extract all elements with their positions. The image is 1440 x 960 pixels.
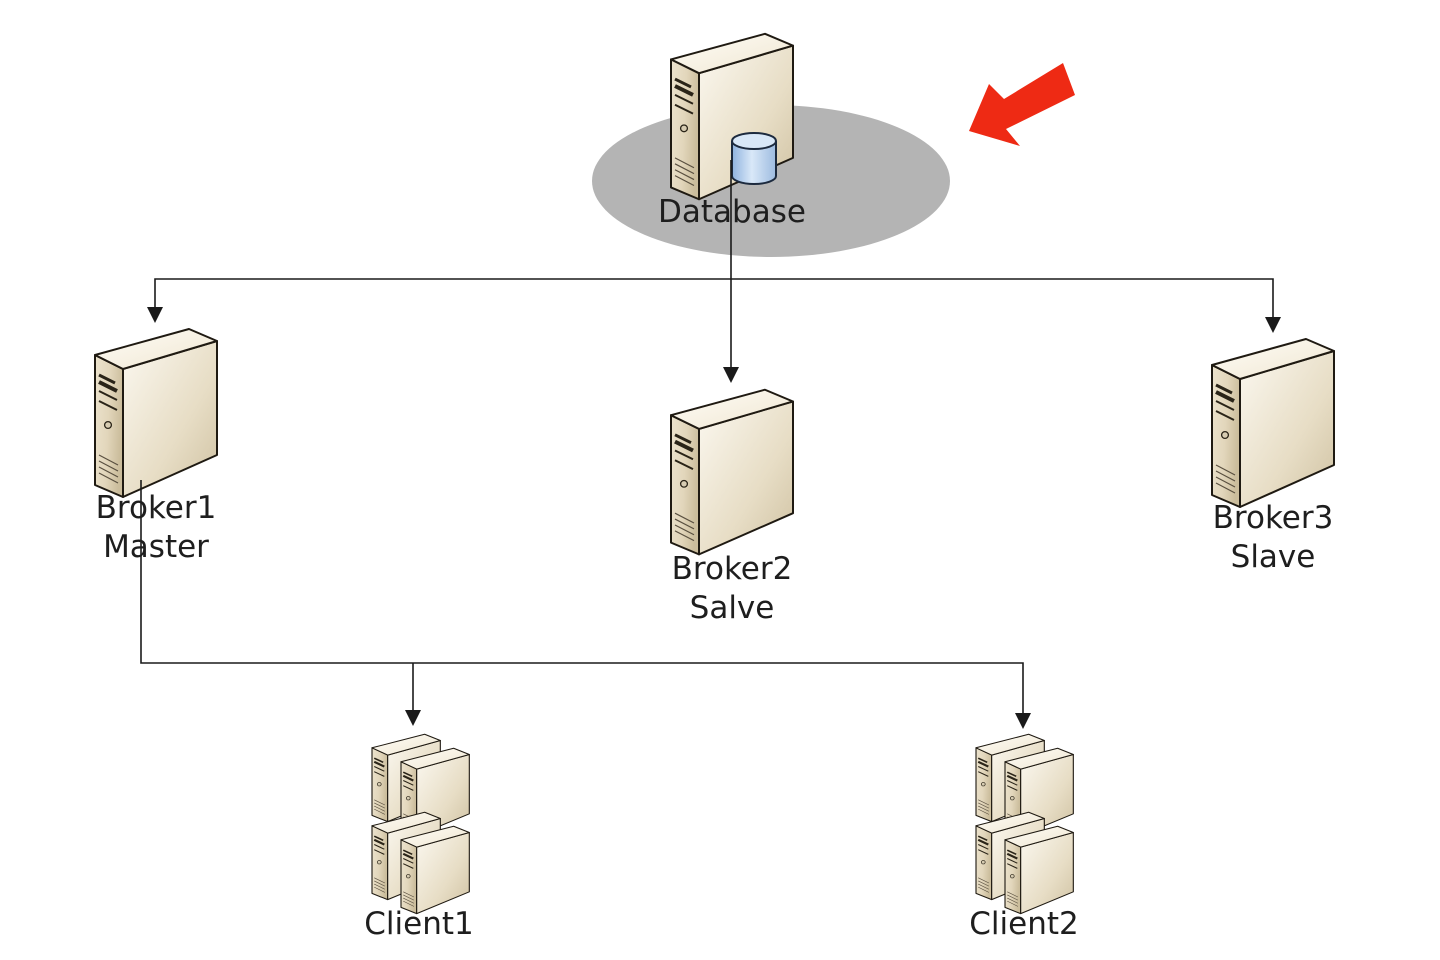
broker1-server-icon xyxy=(93,327,219,499)
client2-label: Client2 xyxy=(969,906,1079,942)
database-cylinder-icon xyxy=(731,132,777,185)
database-label: Database xyxy=(658,194,806,230)
red-arrow-icon xyxy=(969,63,1075,146)
broker2-name: Broker2 xyxy=(671,551,793,587)
arrowhead-broker2 xyxy=(723,367,739,383)
broker3-server-icon xyxy=(1210,337,1336,509)
database-node xyxy=(669,31,795,202)
broker2-label: Broker2 Salve xyxy=(672,550,793,628)
broker1-name: Broker1 xyxy=(95,490,217,526)
broker-client-connectors xyxy=(140,480,1024,715)
client1-label: Client1 xyxy=(364,906,474,942)
broker1-role: Master xyxy=(103,529,209,565)
arrowhead-broker1 xyxy=(147,307,163,323)
broker3-role: Slave xyxy=(1230,539,1316,575)
arrowheads-bottom xyxy=(405,710,1031,729)
arrowheads-top xyxy=(147,307,1281,383)
edge-broker1-clients xyxy=(140,480,1024,715)
broker3-name: Broker3 xyxy=(1212,500,1334,536)
client1-cluster-icon xyxy=(370,733,471,915)
arrowhead-client2 xyxy=(1015,713,1031,729)
database-broker-connectors xyxy=(154,160,1274,370)
client2-cluster-icon xyxy=(974,733,1075,915)
broker2-role: Salve xyxy=(689,590,775,626)
arrowhead-broker3 xyxy=(1265,317,1281,333)
arrowhead-client1 xyxy=(405,710,421,726)
broker1-label: Broker1 Master xyxy=(96,489,217,567)
broker3-label: Broker3 Slave xyxy=(1213,499,1334,577)
edge-database-broker1-broker3 xyxy=(154,278,1274,320)
broker2-server-icon xyxy=(669,387,795,557)
